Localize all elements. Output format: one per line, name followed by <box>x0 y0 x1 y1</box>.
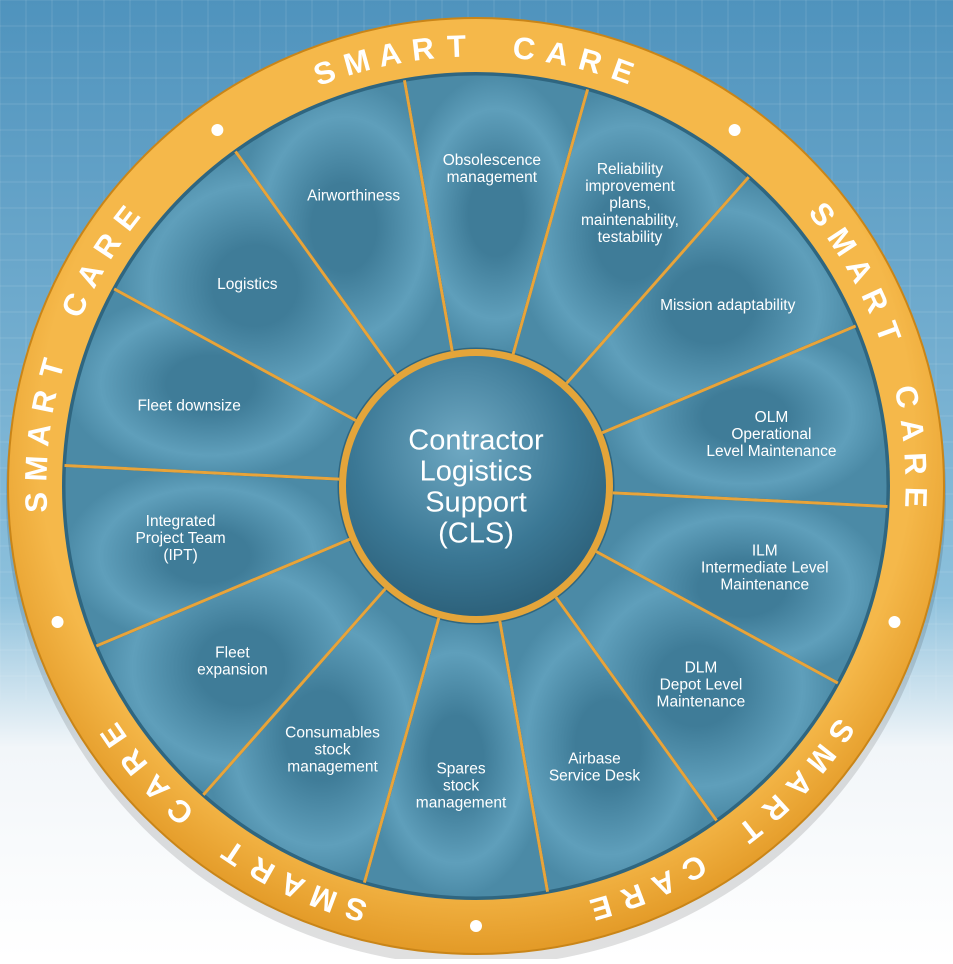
segment-divider <box>234 150 398 376</box>
ring-letter: E <box>898 486 934 513</box>
ring-letter: A <box>375 34 409 74</box>
ring-letter: R <box>897 452 933 481</box>
ring-dots <box>51 124 901 932</box>
segment-divider <box>202 587 387 796</box>
segment-divider <box>511 88 590 355</box>
segment-divider <box>612 491 888 509</box>
ring-letter: S <box>18 486 54 513</box>
segment-divider <box>601 324 857 435</box>
segment-label: Mission adaptability <box>660 297 796 314</box>
segment-divider <box>95 537 351 648</box>
ring-dot <box>51 615 64 628</box>
segment-divider <box>402 79 454 352</box>
segment-divider <box>498 620 550 893</box>
ring-letter: C <box>887 382 927 416</box>
ring-letter: A <box>894 417 932 448</box>
segment-divider <box>362 617 441 884</box>
dividers <box>64 79 888 893</box>
segment-divider <box>595 550 839 685</box>
segment-label: Logistics <box>217 276 278 293</box>
segment-divider <box>113 287 357 422</box>
ring-letter: T <box>446 28 471 64</box>
ring-dot <box>728 124 741 137</box>
segment-divider <box>64 463 340 481</box>
ring-letter: A <box>20 417 58 448</box>
ring-letter: R <box>25 382 65 416</box>
segment-divider <box>554 596 718 822</box>
ring-letter: C <box>511 30 542 68</box>
ring-letter: R <box>410 30 441 68</box>
ring-letter: A <box>543 34 577 74</box>
segment-label: Fleet downsize <box>137 397 240 414</box>
ring-dot <box>888 615 901 628</box>
ring-letter: M <box>18 450 54 482</box>
ring-dot <box>211 124 224 137</box>
segment-divider <box>565 176 750 385</box>
ring-dot <box>470 920 482 932</box>
hub <box>346 356 606 616</box>
segment-label: Airworthiness <box>307 188 400 205</box>
